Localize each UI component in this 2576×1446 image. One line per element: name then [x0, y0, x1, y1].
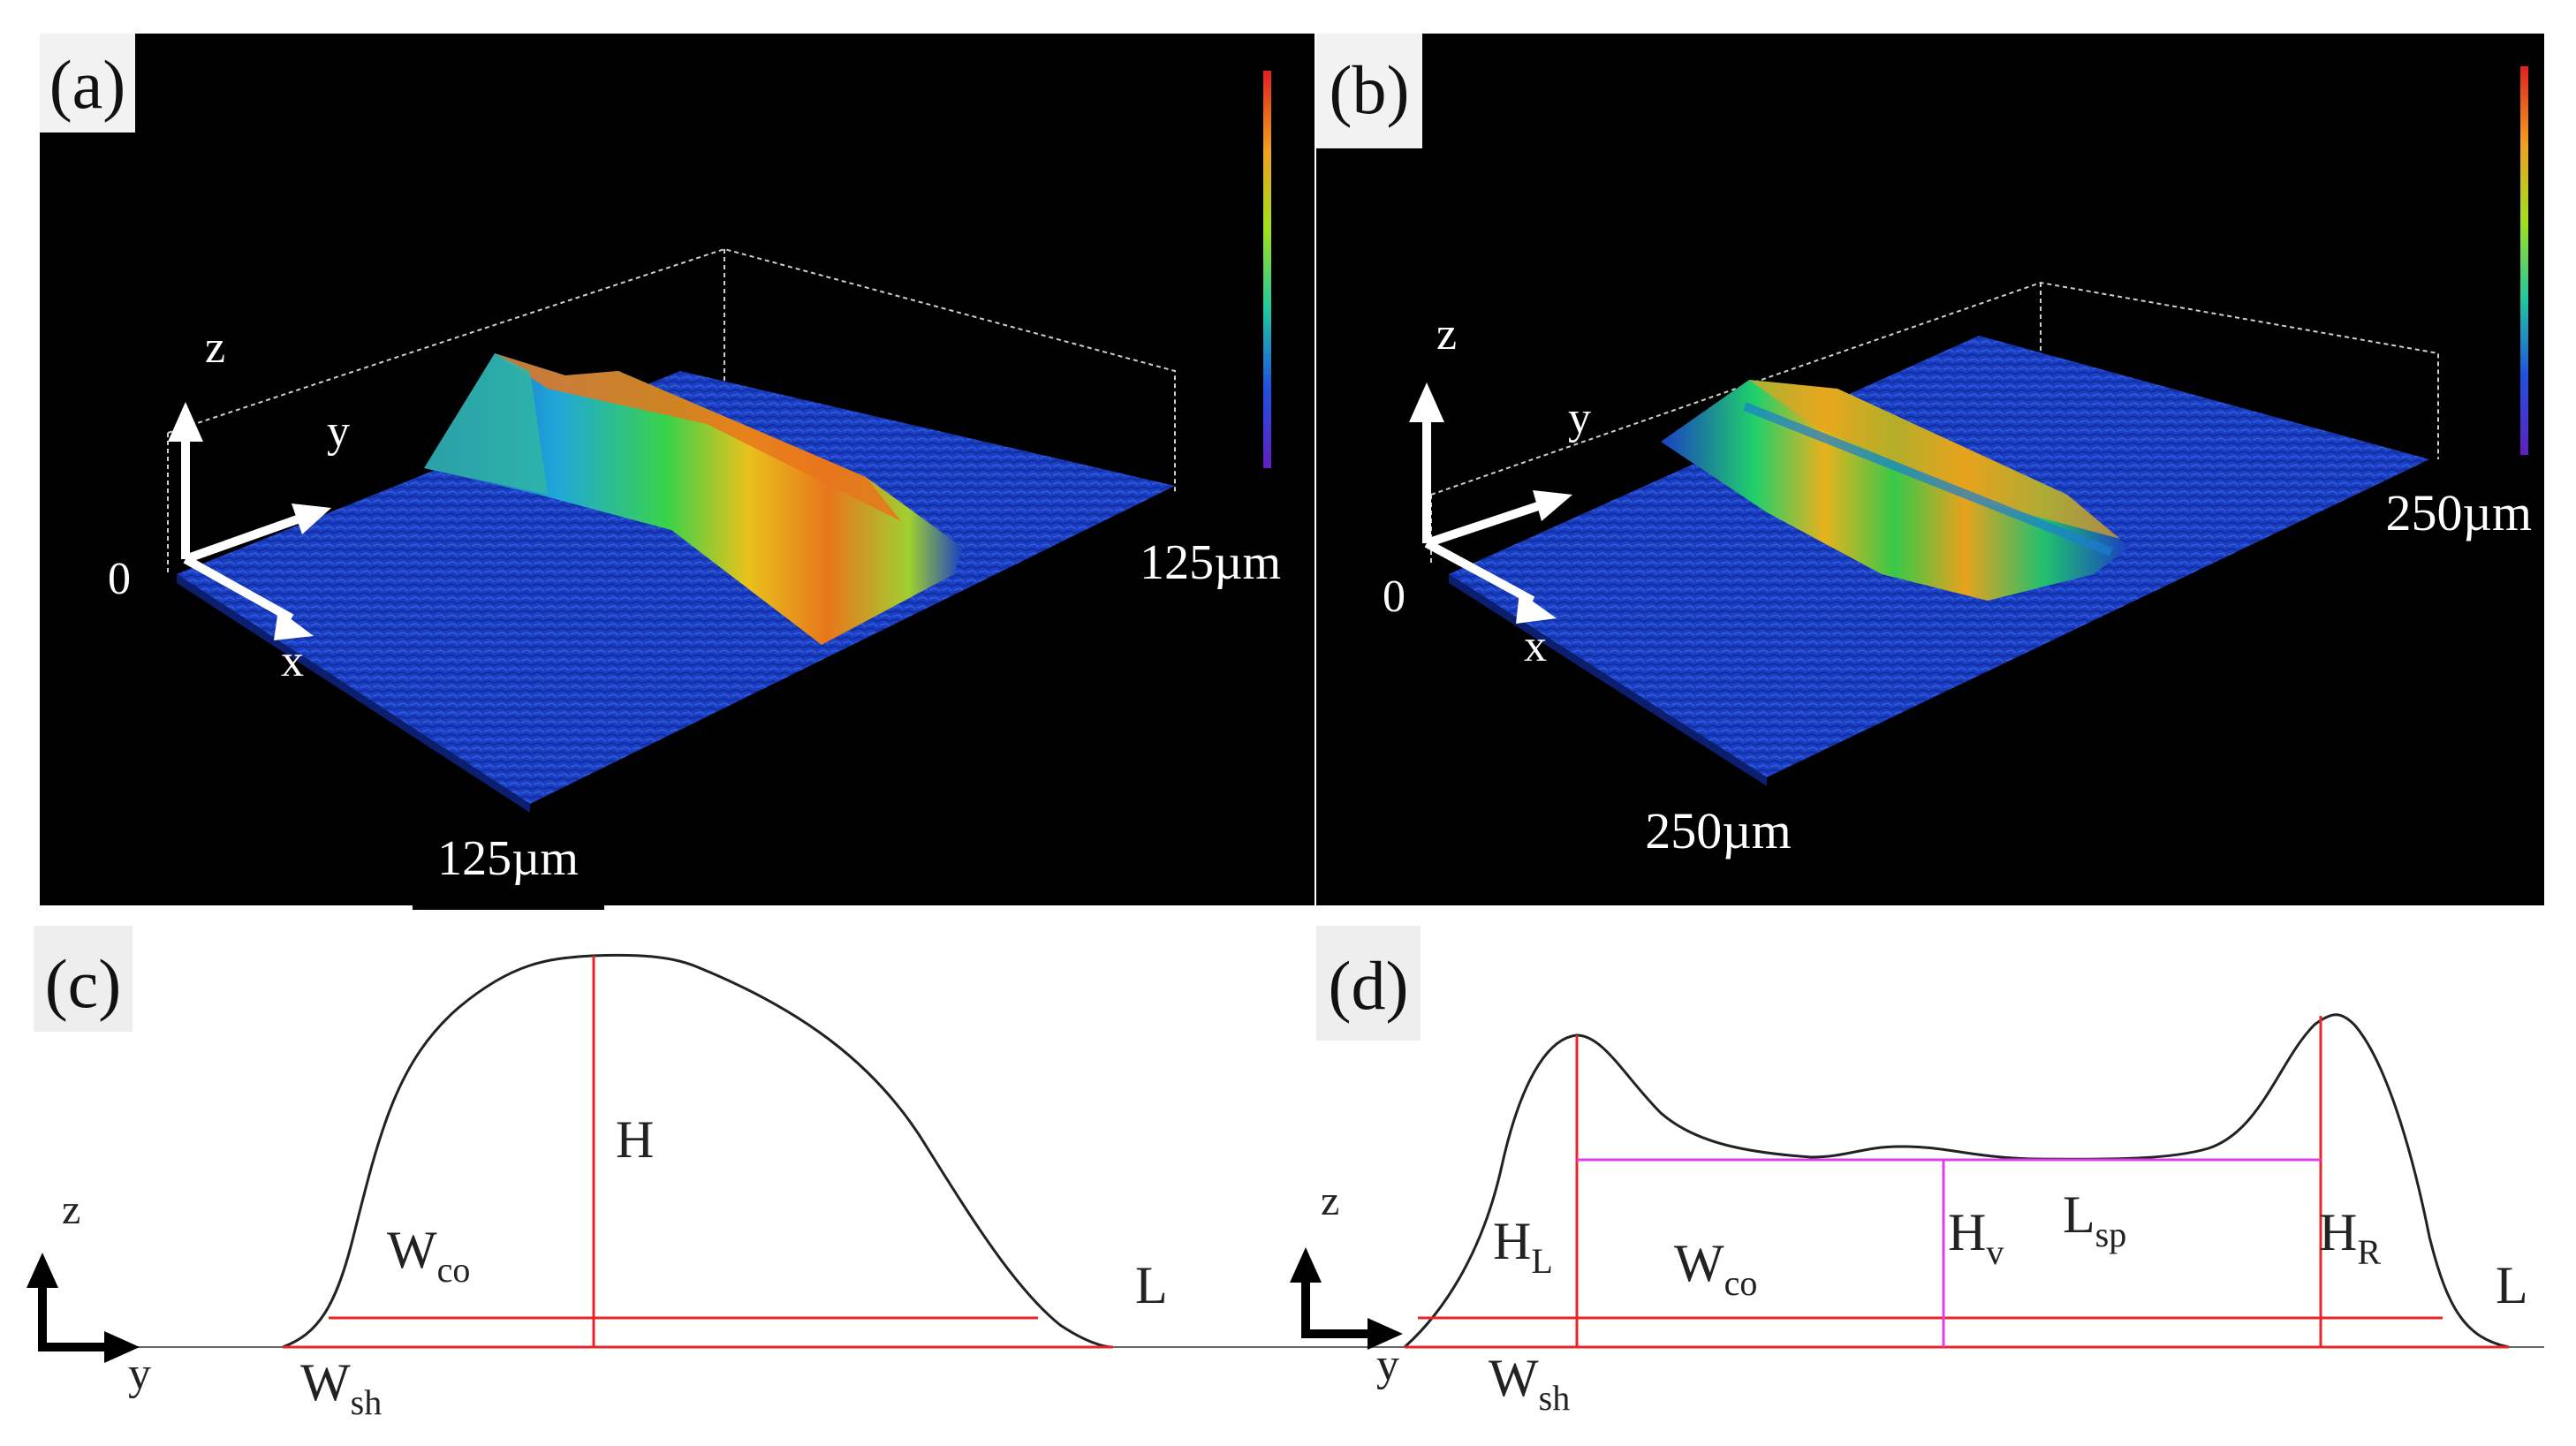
panel-d-axes [1290, 1247, 1403, 1350]
panel-c-Wsh-label: Wsh [300, 1353, 382, 1422]
panel-b-label-box [1316, 34, 1422, 148]
panel-c-Wco-label: Wco [387, 1221, 470, 1290]
panel-b-z-arrowhead [1409, 382, 1444, 422]
panel-a-z-label: z [205, 322, 225, 373]
panel-c-L-label: L [1135, 1256, 1168, 1314]
panel-b-z-label: z [1436, 309, 1457, 360]
panel-a-y-arrowhead [292, 503, 331, 534]
panel-a-axes [168, 402, 331, 640]
panel-a-colorbar [1263, 71, 1271, 468]
panel-b-x-arrowhead [1516, 592, 1557, 624]
panel-d-label-box [1316, 926, 1421, 1041]
panel-a: (a) z y x 0 125µm 125µm [40, 34, 1315, 910]
panel-c-z-label: z [62, 1186, 80, 1233]
panel-c-y-arrowhead [104, 1331, 140, 1363]
panel-b-origin-label: 0 [1383, 572, 1405, 622]
panel-c-Wsh-sub: sh [351, 1382, 383, 1422]
panel-d-L-label: L [2496, 1256, 2528, 1314]
panel-c-Wco-base: W [387, 1221, 437, 1279]
panel-a-label: (a) [49, 46, 126, 123]
panel-b-y-axis-line [1425, 499, 1548, 548]
panel-a-ridge-crest [495, 353, 901, 521]
panel-d-Wsh-base: W [1489, 1349, 1539, 1407]
panel-d-label: (d) [1329, 947, 1409, 1024]
panel-d-Hv-sub: v [1986, 1232, 2004, 1272]
panel-d-magenta-measurements [1577, 1158, 2321, 1347]
panel-b-front-edge [1449, 574, 1767, 786]
panel-b-dim-right: 250µm [2385, 484, 2532, 541]
panel-a-dim-right: 125µm [1140, 535, 1281, 590]
panel-d-Hv-base: H [1948, 1203, 1986, 1261]
panel-a-surface-texture [177, 371, 1175, 804]
panel-d-Wco-base: W [1674, 1234, 1724, 1292]
panel-a-ridge-flank [424, 353, 548, 495]
panel-a-y-axis-line [184, 512, 307, 564]
panel-b-x-axis-line [1424, 539, 1535, 605]
panel-c-label: (c) [45, 945, 122, 1022]
panel-d-HL-label: HL [1493, 1212, 1553, 1281]
panel-a-front-edge [177, 574, 530, 813]
panel-d-HR-base: H [2319, 1203, 2357, 1261]
panel-a-x-label: x [281, 636, 304, 686]
panel-a-x-arrowhead [274, 609, 314, 640]
panel-d-y-label: y [1376, 1340, 1399, 1390]
panel-b-ridge-valley [1743, 402, 2113, 556]
panel-b-colorbar [2520, 66, 2528, 455]
panel-d-Wsh-label: Wsh [1489, 1349, 1570, 1418]
panel-b-label: (b) [1330, 51, 1410, 128]
panel-d-z-arrowhead [1290, 1247, 1322, 1283]
panel-a-x-axis-line [183, 555, 294, 623]
panel-a-dim-bottom-bg [413, 830, 604, 910]
panel-d-Wsh-sub: sh [1539, 1378, 1571, 1418]
panel-b-dim-bottom: 250µm [1645, 802, 1792, 859]
panel-c: (c) z y H Wco Wsh L [27, 926, 1294, 1422]
panel-d-Lsp-sub: sp [2095, 1215, 2127, 1254]
panel-d-Hv-label: Hv [1948, 1203, 2004, 1272]
panel-d-HR-sub: R [2357, 1232, 2381, 1272]
panel-a-ridge [424, 353, 963, 645]
panel-d-HL-sub: L [1531, 1241, 1552, 1281]
panel-b-x-label: x [1524, 621, 1547, 671]
panel-b-ridge [1661, 380, 2129, 601]
panel-d-HR-label: HR [2319, 1203, 2381, 1272]
panel-c-label-box [34, 926, 133, 1032]
panel-d-Wco-sub: co [1724, 1263, 1758, 1303]
panel-c-H-label: H [616, 1110, 654, 1169]
panel-d-y-arrowhead [1368, 1318, 1403, 1350]
panel-c-Wco-sub: co [437, 1250, 471, 1290]
panel-a-z-arrowhead [168, 402, 203, 442]
panel-d-Wco-label: Wco [1674, 1234, 1757, 1303]
panel-d-red-measurements [1405, 1016, 2509, 1349]
panel-d-Lsp-label: Lsp [2063, 1185, 2126, 1254]
panel-b-y-arrowhead [1533, 490, 1572, 521]
panel-c-profile-curve [282, 953, 1114, 1349]
panel-c-measurements [283, 956, 1113, 1349]
panel-c-z-arrowhead [27, 1253, 58, 1288]
panel-b-axes [1409, 382, 1572, 624]
panel-b-y-label: y [1568, 393, 1591, 443]
panel-a-y-label: y [327, 406, 350, 457]
panel-c-axes [27, 1253, 140, 1363]
panel-d-z-label: z [1321, 1177, 1339, 1224]
panel-a-origin-label: 0 [108, 554, 131, 604]
panel-c-Wsh-base: W [300, 1353, 351, 1412]
panel-c-y-label: y [128, 1349, 151, 1399]
panel-a-label-box [40, 34, 135, 132]
panel-d-HL-base: H [1493, 1212, 1531, 1270]
panel-b: (b) z y x 0 250µm 250µm [1316, 34, 2544, 905]
panel-b-ridge-crest [1749, 380, 2120, 539]
panel-d: (d) z y HL Wco Hv Lsp HR Wsh L [1290, 926, 2544, 1418]
panel-a-dim-bottom: 125µm [437, 831, 579, 886]
panel-d-profile-curve [1403, 1013, 2510, 1349]
panel-d-Lsp-base: L [2063, 1185, 2095, 1244]
